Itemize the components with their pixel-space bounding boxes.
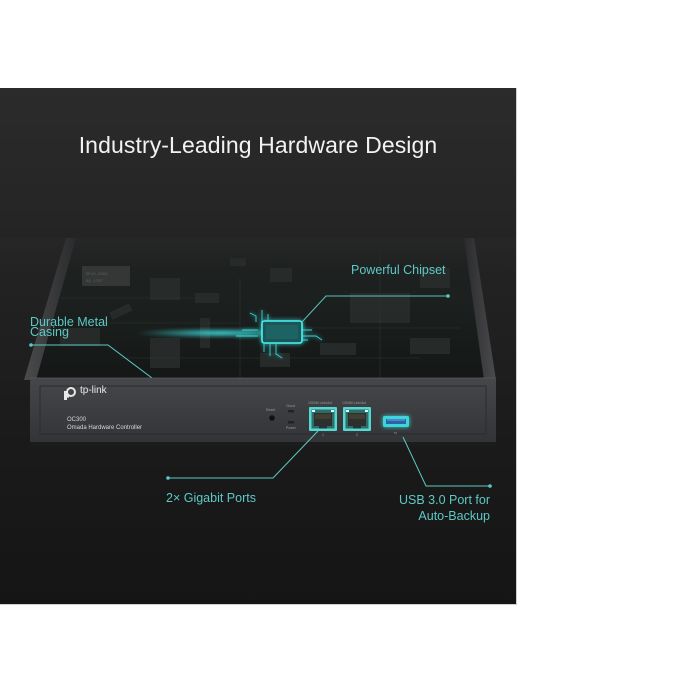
callout-casing: Durable Metal Casing xyxy=(30,315,108,339)
product-hero-panel: Industry-Leading Hardware Design xyxy=(0,88,517,605)
cloud-led-label: Cloud xyxy=(286,404,296,408)
callout-chipset: Powerful Chipset xyxy=(351,263,446,277)
power-led-label: Power xyxy=(286,426,296,430)
model-number: OC300 xyxy=(67,417,87,423)
product-name: Omada Hardware Controller xyxy=(67,425,143,431)
port2-number: 2 xyxy=(356,433,358,437)
tp-link-logo-icon xyxy=(64,387,76,400)
brand-logo-text: tp-link xyxy=(80,385,107,396)
headline: Industry-Leading Hardware Design xyxy=(78,132,438,158)
svg-text:8Q 1707: 8Q 1707 xyxy=(86,280,103,284)
callout-usb: USB 3.0 Port for Auto-Backup xyxy=(398,493,490,523)
model-label: OC300 Omada Hardware Controller xyxy=(67,416,142,432)
ethernet-port-2 xyxy=(343,407,371,431)
port1-number: 1 xyxy=(322,433,324,437)
svg-text:GP13-2304: GP13-2304 xyxy=(86,273,108,277)
port1-header: 1000M Link/Act xyxy=(308,401,333,405)
usb-port xyxy=(383,416,409,427)
reset-label: Reset xyxy=(266,408,276,412)
ethernet-port-1 xyxy=(309,407,337,431)
callout-gigabit-ports: 2× Gigabit Ports xyxy=(166,491,256,505)
usb-symbol-icon: ⇆ xyxy=(394,431,397,435)
device-illustration: GP13-2304 8Q 1707 xyxy=(0,238,516,488)
port2-header: 1000M Link/Act xyxy=(342,401,367,405)
